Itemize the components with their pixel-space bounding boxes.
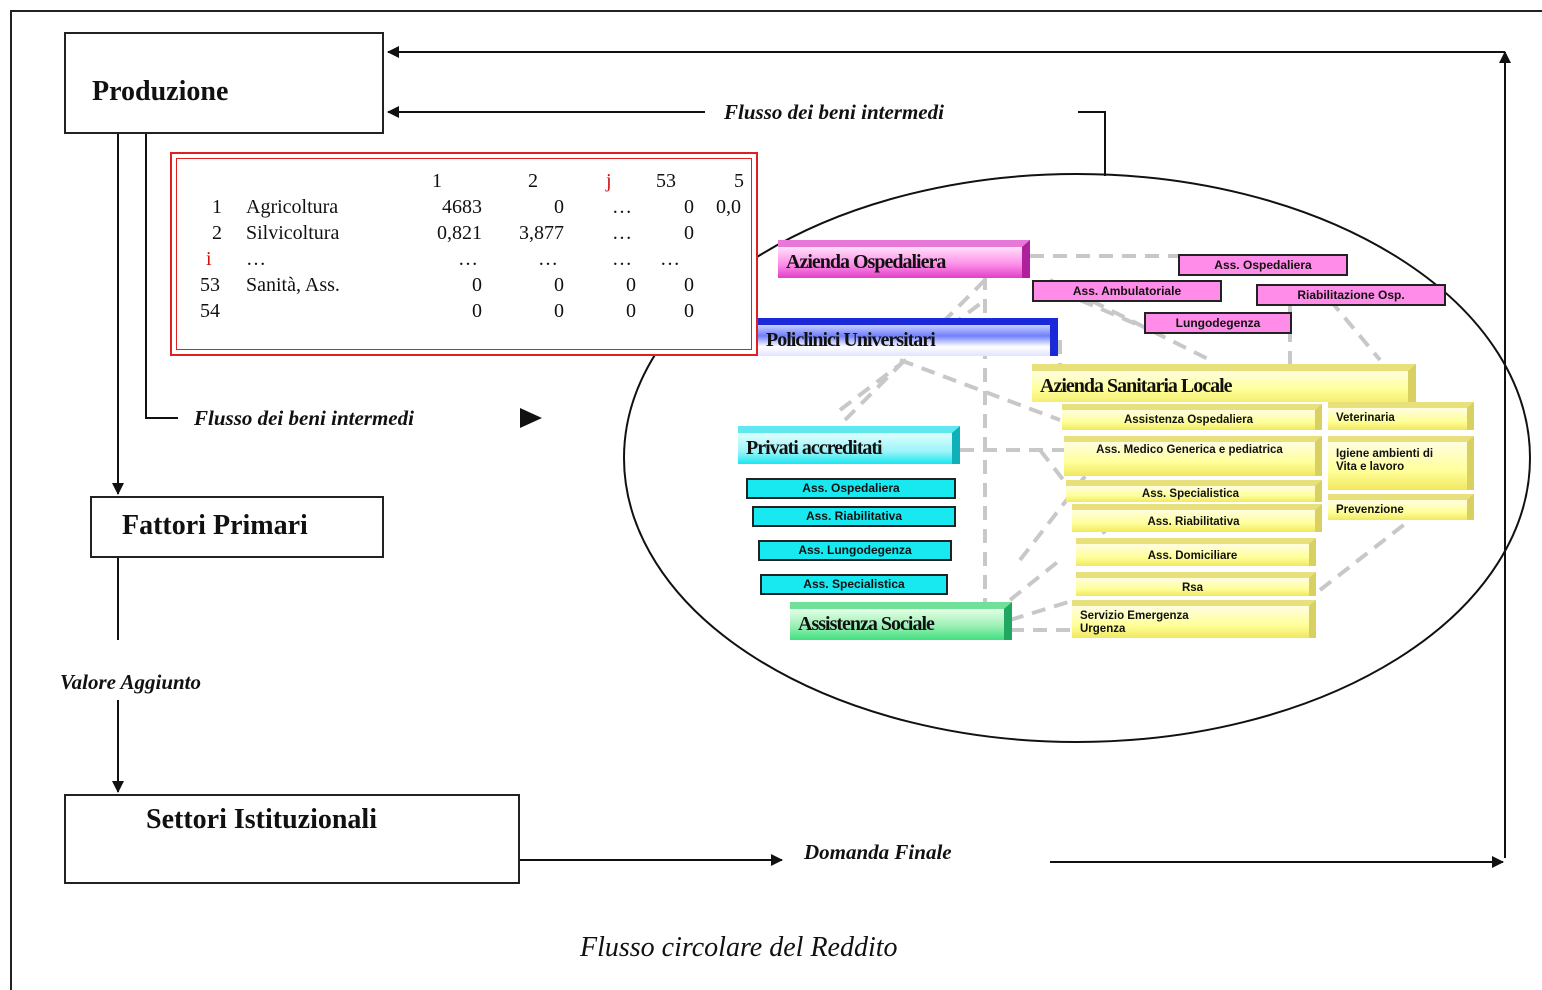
row-1-c1: 4683	[442, 196, 482, 218]
asl-item-medico-generica: Ass. Medico Generica e pediatrica	[1064, 436, 1322, 476]
azienda-ospedaliera-block: Azienda Ospedaliera	[778, 240, 1030, 278]
asl-label: Azienda Sanitaria Locale	[1040, 375, 1233, 397]
asl-side-igiene: Igiene ambienti di Vita e lavoro	[1328, 436, 1474, 490]
row-2-cj: …	[612, 222, 632, 244]
ao-item-ambulatoriale: Ass. Ambulatoriale	[1032, 280, 1222, 302]
flusso-top-label: Flusso dei beni intermedi	[724, 100, 944, 124]
asl-side-prevenzione: Prevenzione	[1328, 494, 1474, 520]
settori-istituzionali-box: Settori Istituzionali	[64, 794, 520, 884]
asl-item-specialistica: Ass. Specialistica	[1066, 480, 1322, 502]
flusso-left-arrowhead	[520, 408, 542, 428]
produzione-label: Produzione	[92, 76, 229, 107]
row-53-c2: 0	[554, 274, 564, 296]
row-53-c1: 0	[472, 274, 482, 296]
row-1-name: Agricoltura	[246, 196, 339, 218]
ao-item-lungodegenza: Lungodegenza	[1144, 312, 1292, 334]
row-54-cj: 0	[626, 300, 636, 322]
col-header-1: 1	[432, 170, 442, 192]
row-53-cj: 0	[626, 274, 636, 296]
col-header-2: 2	[528, 170, 538, 192]
flusso-left-connector	[145, 134, 178, 419]
row-i-index: i	[206, 248, 212, 270]
ao-item-riabilitazione: Riabilitazione Osp.	[1256, 284, 1446, 306]
asl-side-veterinaria: Veterinaria	[1328, 402, 1474, 430]
assistenza-sociale-block: Assistenza Sociale	[790, 602, 1012, 640]
row-1-c54: 0,0	[716, 196, 741, 218]
privati-item-specialistica: Ass. Specialistica	[760, 574, 948, 595]
row-54-c53: 0	[684, 300, 694, 322]
io-matrix: 1 2 j 53 5 1 Agricoltura 4683 0 … 0 0,0 …	[170, 152, 758, 356]
row-53-index: 53	[200, 274, 220, 296]
domanda-finale-label: Domanda Finale	[804, 840, 952, 864]
diagram-frame	[10, 10, 1542, 990]
asl-item-rsa: Rsa	[1076, 572, 1316, 596]
col-header-53: 53	[656, 170, 676, 192]
flusso-top-connector	[1078, 111, 1106, 176]
row-i-name: …	[246, 248, 266, 270]
policlinici-block: Policlinici Universitari	[758, 318, 1058, 356]
row-1-c2: 0	[554, 196, 564, 218]
privati-item-riabilitativa: Ass. Riabilitativa	[752, 506, 956, 527]
asl-item-domiciliare: Ass. Domiciliare	[1076, 538, 1316, 566]
flusso-left-label: Flusso dei beni intermedi	[194, 406, 414, 430]
produzione-box: Produzione	[64, 32, 384, 134]
ao-item-ospedaliera: Ass. Ospedaliera	[1178, 254, 1348, 276]
row-1-c53: 0	[684, 196, 694, 218]
privati-block: Privati accreditati	[738, 426, 960, 464]
row-54-c2: 0	[554, 300, 564, 322]
privati-item-ospedaliera: Ass. Ospedaliera	[746, 478, 956, 499]
row-53-c53: 0	[684, 274, 694, 296]
settori-istituzionali-label: Settori Istituzionali	[146, 804, 377, 835]
row-2-c53: 0	[684, 222, 694, 244]
row-2-c1: 0,821	[437, 222, 482, 244]
io-matrix-inner-border	[176, 158, 752, 350]
row-i-c2: …	[538, 248, 558, 270]
azienda-ospedaliera-label: Azienda Ospedaliera	[786, 251, 946, 273]
asl-item-assistenza-ospedaliera: Assistenza Ospedaliera	[1062, 404, 1322, 430]
row-54-index: 54	[200, 300, 220, 322]
fattori-primari-label: Fattori Primari	[122, 510, 308, 541]
row-2-name: Silvicoltura	[246, 222, 340, 244]
fattori-primari-box: Fattori Primari	[90, 496, 384, 558]
row-54-c1: 0	[472, 300, 482, 322]
privati-item-lungodegenza: Ass. Lungodegenza	[758, 540, 952, 561]
col-header-54: 5	[734, 170, 744, 192]
asl-item-emergenza: Servizio Emergenza Urgenza	[1072, 600, 1316, 638]
asl-item-riabilitativa: Ass. Riabilitativa	[1072, 504, 1322, 532]
row-1-index: 1	[212, 196, 222, 218]
row-i-c53: …	[660, 248, 680, 270]
asl-block: Azienda Sanitaria Locale	[1032, 364, 1416, 402]
row-53-name: Sanità, Ass.	[246, 274, 340, 296]
row-1-cj: …	[612, 196, 632, 218]
privati-label: Privati accreditati	[746, 437, 883, 459]
policlinici-label: Policlinici Universitari	[766, 329, 936, 351]
row-2-index: 2	[212, 222, 222, 244]
col-header-j: j	[606, 170, 612, 192]
health-system-ellipse	[623, 173, 1531, 743]
row-2-c2: 3,877	[519, 222, 564, 244]
row-i-c1: …	[458, 248, 478, 270]
diagram-caption: Flusso circolare del Reddito	[580, 932, 898, 963]
assistenza-sociale-label: Assistenza Sociale	[798, 613, 935, 635]
valore-aggiunto-label: Valore Aggiunto	[60, 670, 202, 694]
row-i-cj: …	[612, 248, 632, 270]
